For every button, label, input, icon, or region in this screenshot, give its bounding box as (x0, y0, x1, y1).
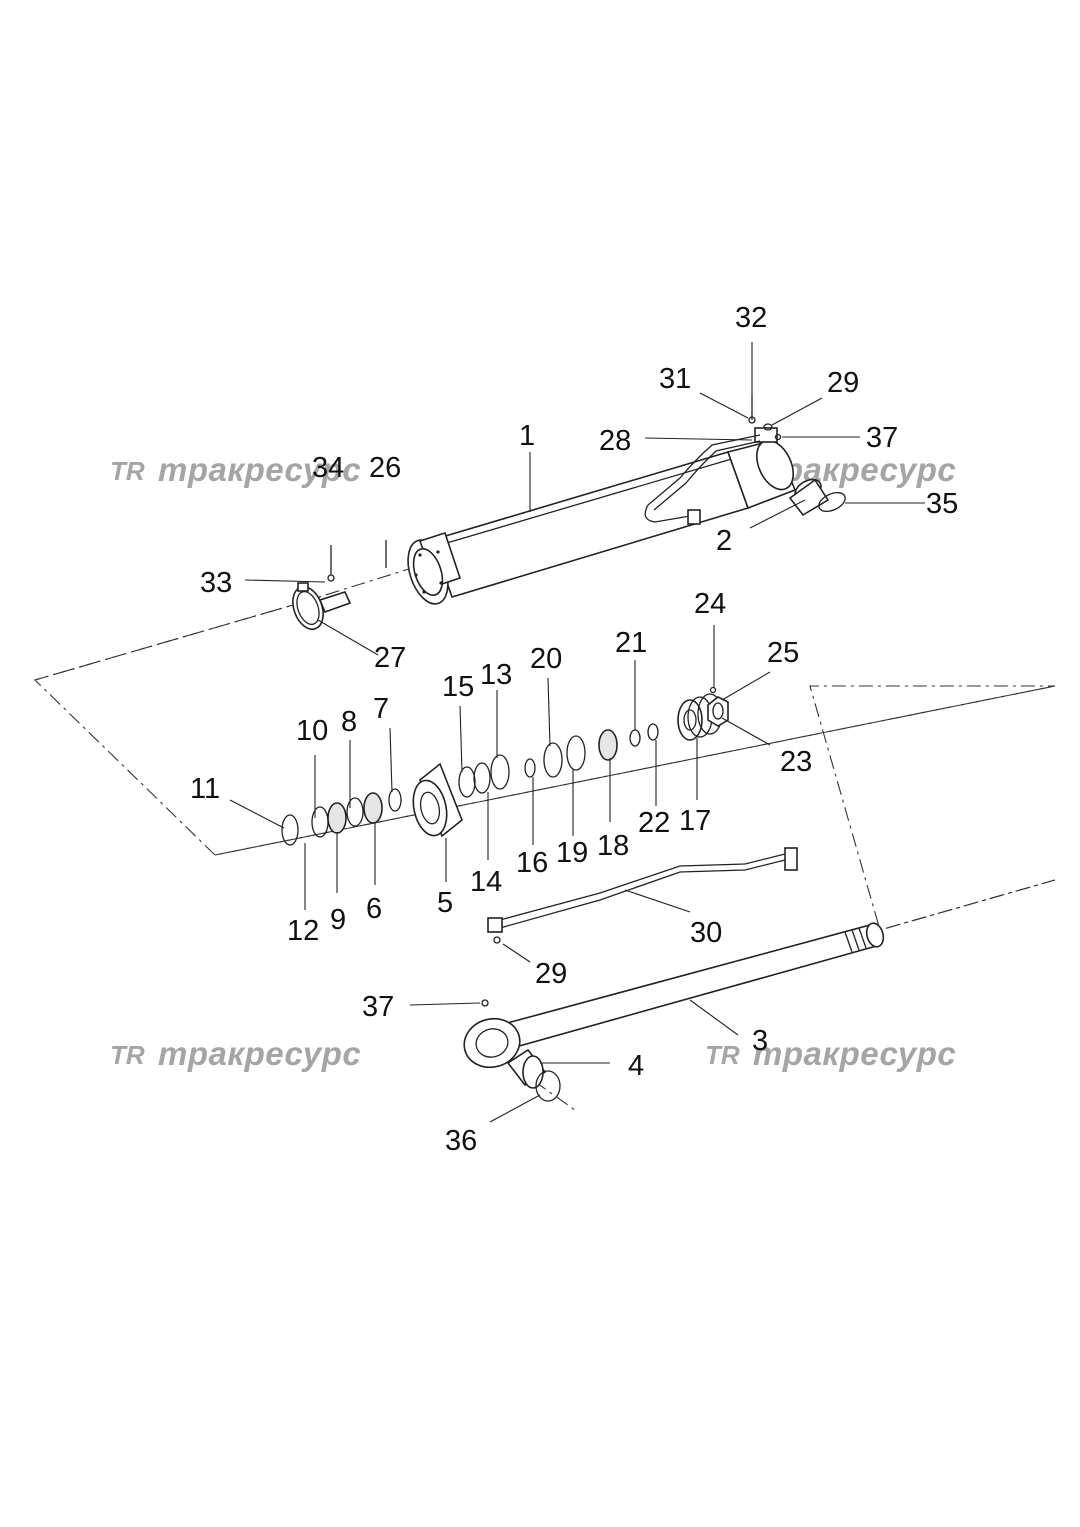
label-2: 2 (716, 525, 732, 557)
watermark-bottom-left: TR тракресурс (110, 1035, 361, 1072)
label-29-lower: 29 (535, 958, 567, 990)
label-32: 32 (735, 302, 767, 334)
label-22: 22 (638, 807, 670, 839)
label-16: 16 (516, 847, 548, 879)
oring-29-lower (493, 936, 501, 944)
label-18: 18 (597, 830, 629, 862)
label-13: 13 (480, 659, 512, 691)
rod-guide-5 (412, 762, 463, 838)
label-3: 3 (752, 1025, 768, 1057)
oring-29 (763, 423, 773, 431)
label-17: 17 (679, 805, 711, 837)
piston-17 (677, 693, 723, 741)
bushing-2 (788, 478, 830, 517)
label-37-lower: 37 (362, 991, 394, 1023)
label-14: 14 (470, 866, 502, 898)
label-1: 1 (519, 420, 535, 452)
plug-37 (774, 433, 782, 441)
label-20: 20 (530, 643, 562, 675)
label-11: 11 (190, 773, 220, 805)
pipe-28 (644, 434, 761, 523)
label-27: 27 (374, 642, 406, 674)
label-10: 10 (296, 715, 328, 747)
watermark-logo: TR (705, 1040, 740, 1070)
leader-lines (229, 342, 925, 1123)
label-25: 25 (767, 637, 799, 669)
watermark-logo: TR (110, 456, 145, 486)
rod-guide-seals (458, 723, 659, 798)
piston-rod-3 (463, 922, 885, 1069)
label-15: 15 (442, 671, 474, 703)
label-21: 21 (615, 627, 647, 659)
label-23: 23 (780, 746, 812, 778)
label-28: 28 (599, 425, 631, 457)
label-30: 30 (690, 917, 722, 949)
label-36: 36 (445, 1125, 477, 1157)
watermark-text: тракресурс (753, 1035, 956, 1072)
watermark-logo: TR (110, 1040, 145, 1070)
label-8: 8 (341, 706, 357, 738)
label-9: 9 (330, 904, 346, 936)
seal-36 (535, 1070, 561, 1102)
part-labels: 32 31 29 1 28 37 34 26 35 2 33 24 21 25 … (190, 302, 958, 1157)
washer-34 (327, 574, 335, 582)
label-5: 5 (437, 887, 453, 919)
label-29: 29 (827, 367, 859, 399)
screw-24 (709, 686, 717, 694)
label-24: 24 (694, 588, 726, 620)
plug-37-lower (481, 999, 489, 1007)
label-31: 31 (659, 363, 691, 395)
washer-31 (748, 416, 756, 424)
label-34: 34 (312, 452, 344, 484)
label-19: 19 (556, 837, 588, 869)
pipe-flange (687, 509, 701, 525)
seal-35 (818, 491, 846, 513)
seal-rings-group (281, 788, 402, 846)
watermark-bottom-right: TR тракресурс (705, 1035, 956, 1072)
label-33: 33 (200, 567, 232, 599)
label-37: 37 (866, 422, 898, 454)
watermark-top-left: TR тракресурс (110, 451, 361, 488)
nut-23 (707, 696, 729, 727)
clamp-27 (292, 582, 324, 631)
label-35: 35 (926, 488, 958, 520)
watermark-text: тракресурс (158, 451, 361, 488)
label-12: 12 (287, 915, 319, 947)
watermark-text: тракресурс (158, 1035, 361, 1072)
clamp-plate-33 (318, 591, 352, 614)
pipe-30 (487, 847, 798, 933)
label-6: 6 (366, 893, 382, 925)
label-7: 7 (373, 693, 389, 725)
cylinder-tube (407, 427, 797, 605)
label-4: 4 (628, 1050, 644, 1082)
label-26: 26 (369, 452, 401, 484)
